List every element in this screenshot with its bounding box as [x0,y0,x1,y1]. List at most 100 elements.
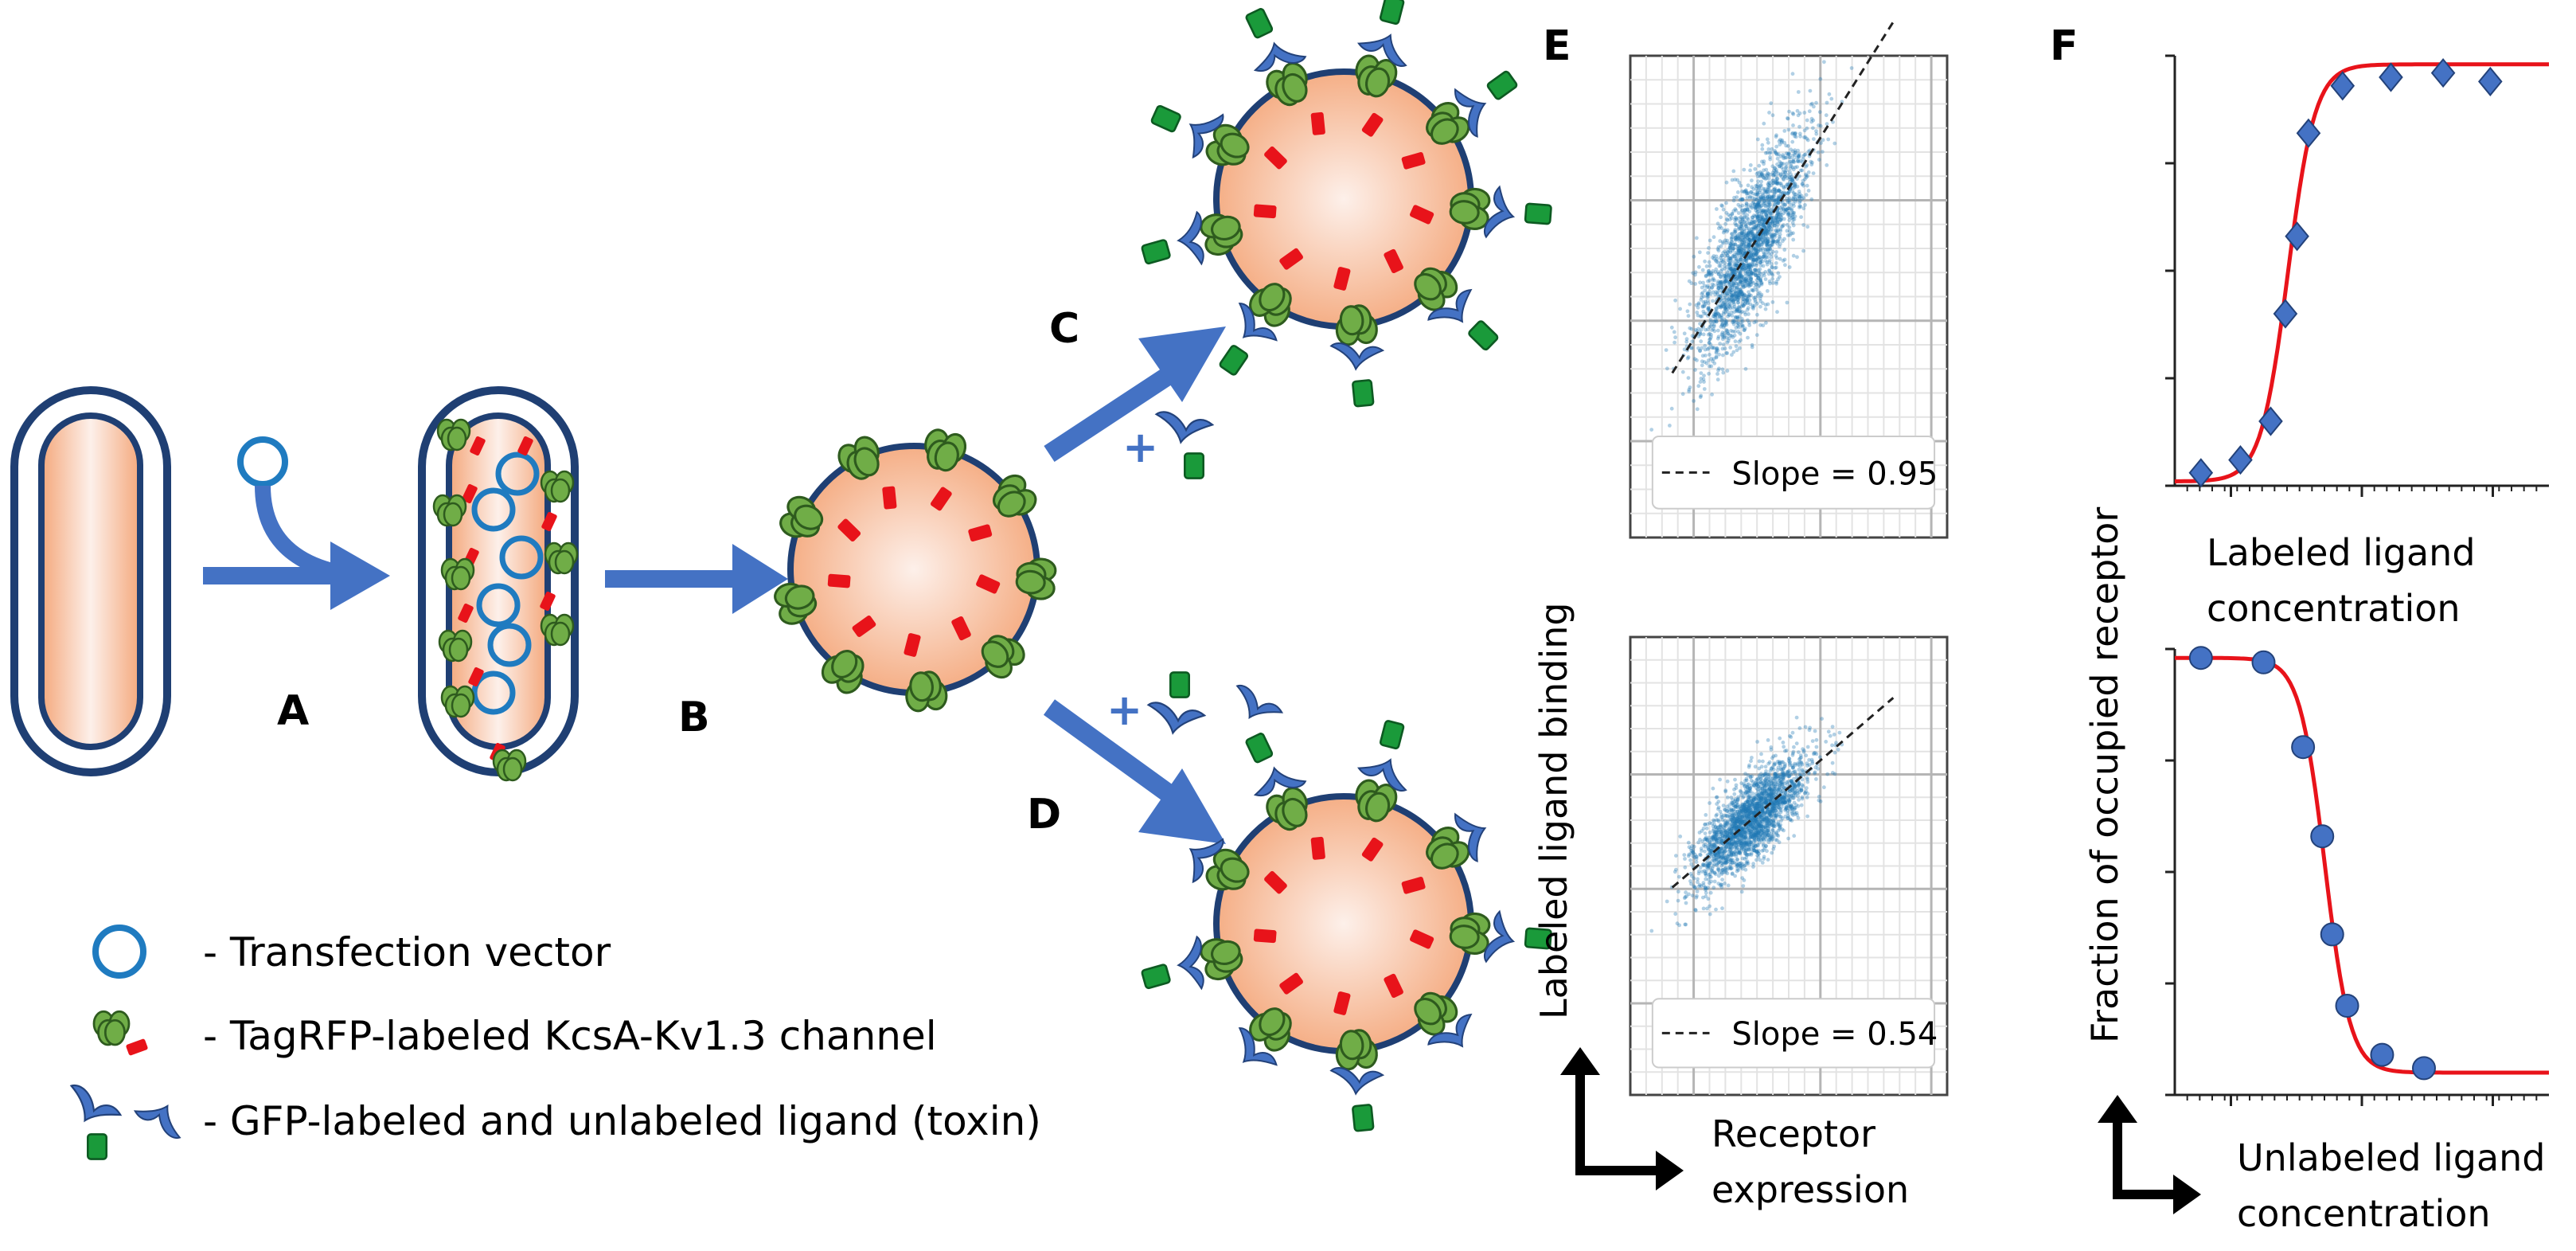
receptor-icon [821,650,865,694]
receptor-icon [774,582,818,625]
tagrfp-icon [951,616,971,641]
transfected-cell [418,386,579,782]
data-point [2228,445,2253,475]
data-point [2285,221,2309,252]
step-label-d: D [1027,791,1061,839]
vector-ring-icon [476,583,521,627]
expressing-cell [774,428,1057,713]
gfp-icon [1141,964,1171,990]
receptor-icon [92,1010,131,1046]
data-point [2296,118,2321,148]
scatter-legend: Slope = 0.54 [1651,998,1938,1069]
f-axes-arrow-icon [2098,1095,2201,1214]
toxin-icon [1329,342,1385,371]
vector-ring-icon [471,487,516,532]
receptor-icon [779,495,824,538]
toxin-icon [1177,935,1204,991]
ligand-pair-icon [1146,671,1284,735]
receptor-icon [1355,779,1398,823]
receptor-icon [1266,786,1308,831]
receptor-icon [540,470,575,503]
e-y-axis-label: Labeled ligand binding [1532,602,1575,1019]
tagrfp-icon [470,436,486,456]
toxin-icon [1454,88,1487,138]
toxin-icon [1329,1067,1385,1096]
data-point [2411,1056,2436,1081]
e-x-axis-line2: expression [1711,1168,1909,1211]
gfp-icon [1352,379,1375,408]
f-bottom-xlabel-line1: Unlabeled ligand [2237,1136,2546,1179]
tagrfp-icon [458,603,474,624]
step-label-c: C [1049,305,1079,353]
cell-labeled-ligand [1141,0,1552,408]
toxin-icon [1427,1013,1473,1048]
gfp-icon [1524,202,1552,225]
tagrfp-icon [1310,836,1325,860]
receptor-icon [924,428,967,472]
data-point [2335,994,2359,1018]
data-point [2478,66,2503,96]
plus-sign-c: + [1122,422,1158,472]
step-label-a: A [277,687,309,735]
receptor-icon [432,494,467,527]
toxin-icon [69,1084,123,1123]
tagrfp-icon [462,483,478,504]
gfp-icon [1524,927,1552,950]
toxin-icon [1188,838,1224,884]
toxin-icon [1253,41,1307,72]
scatter-plot-top: Slope = 0.95 [1629,21,1949,539]
tagrfp-icon [468,667,484,687]
data-point [2320,922,2344,947]
plus-sign-d: + [1107,685,1142,735]
tagrfp-icon [540,591,556,612]
fit-curve [2174,62,2549,483]
gfp-icon [1169,671,1190,698]
tagrfp-icon [931,487,952,511]
tagrfp-icon [1410,929,1434,949]
toxin-icon [1253,766,1307,797]
toxin-icon [1357,758,1407,792]
gfp-icon [1352,1104,1375,1132]
receptor-icon [1414,267,1458,311]
tagrfp-icon [852,616,876,637]
receptor-icon [492,749,527,782]
receptor-icon [438,629,473,663]
scatter-legend: Slope = 0.95 [1651,435,1938,510]
receptor-icon [1200,938,1243,981]
arrow-d [1043,699,1226,844]
f-top-xlabel-line1: Labeled ligand [2207,531,2476,574]
gfp-icon [1245,8,1274,39]
gfp-icon [1184,452,1204,479]
f-y-axis-label: Fraction of occupied receptor [2083,507,2126,1043]
receptor-icon [436,418,471,452]
data-point [2188,458,2214,488]
tagrfp-icon [1333,991,1351,1015]
gfp-icon [87,1133,107,1160]
vector-ring-icon [499,535,544,580]
data-point [2370,1042,2395,1067]
receptor-icon [1249,1007,1292,1052]
toxin-icon [1483,185,1516,239]
data-point [2291,735,2316,760]
receptor-icon [1335,1029,1378,1071]
panel-label-e: E [1543,22,1571,70]
legend-ligand-text: - GFP-labeled and unlabeled ligand (toxi… [203,1098,1041,1144]
tagrfp-icon [1279,972,1303,995]
receptor-icon [993,474,1037,518]
toxin-icon [1177,210,1204,266]
tagrfp-icon [1253,928,1277,944]
receptor-icon [1426,101,1470,145]
receptor-icon [1355,54,1398,98]
receptor-icon [1200,213,1243,256]
untransfected-cell [10,386,171,776]
tagrfp-icon [1264,870,1287,894]
receptor-icon [905,670,948,713]
tagrfp-icon [1361,837,1384,862]
legend-vector-icon [92,925,146,979]
e-x-axis-line1: Receptor [1711,1112,1875,1155]
toxin-icon [1235,684,1284,720]
gfp-icon [1245,733,1274,764]
tagrfp-icon [827,573,851,588]
receptor-icon [1249,283,1292,327]
receptor-icon [1414,991,1458,1036]
